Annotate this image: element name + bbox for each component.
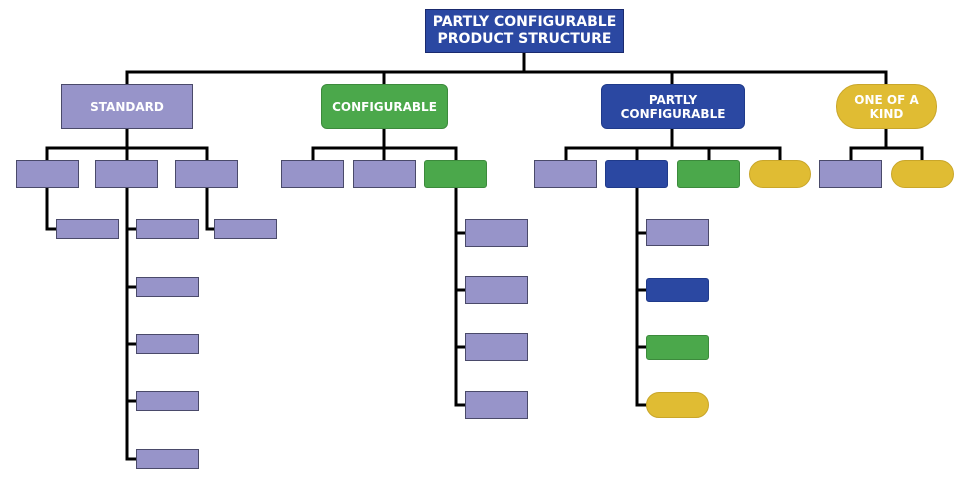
standard-subcomponent-1a xyxy=(56,219,119,239)
category-standard: STANDARD xyxy=(61,84,193,129)
standard-component-2 xyxy=(95,160,158,188)
configurable-component-2 xyxy=(353,160,416,188)
standard-subcomponent-2d xyxy=(136,391,199,411)
configurable-subcomponent-3c xyxy=(465,333,528,361)
partly-component-partly xyxy=(605,160,668,188)
category-partly-configurable-label: PARTLY CONFIGURABLE xyxy=(620,92,726,121)
configurable-component-1 xyxy=(281,160,344,188)
partly-component-one-of-a-kind xyxy=(749,160,811,188)
partly-component-standard xyxy=(534,160,597,188)
standard-component-1 xyxy=(16,160,79,188)
configurable-subcomponent-3a xyxy=(465,219,528,247)
standard-subcomponent-2b xyxy=(136,277,199,297)
standard-subcomponent-2e xyxy=(136,449,199,469)
category-one-of-a-kind: ONE OF A KIND xyxy=(836,84,937,129)
standard-subcomponent-2a xyxy=(136,219,199,239)
configurable-component-3 xyxy=(424,160,487,188)
configurable-subcomponent-3b xyxy=(465,276,528,304)
partly-component-configurable xyxy=(677,160,740,188)
partly-subcomponent-one-of-a-kind xyxy=(646,392,709,418)
one-of-a-kind-component-standard xyxy=(819,160,882,188)
standard-subcomponent-3a xyxy=(214,219,277,239)
category-standard-label: STANDARD xyxy=(90,99,164,114)
standard-subcomponent-2c xyxy=(136,334,199,354)
partly-subcomponent-partly xyxy=(646,278,709,302)
partly-subcomponent-standard xyxy=(646,219,709,246)
category-configurable-label: CONFIGURABLE xyxy=(332,99,437,114)
category-configurable: CONFIGURABLE xyxy=(321,84,448,129)
category-partly-configurable: PARTLY CONFIGURABLE xyxy=(601,84,745,129)
configurable-subcomponent-3d xyxy=(465,391,528,419)
root-title-text: PARTLY CONFIGURABLE PRODUCT STRUCTURE xyxy=(432,14,617,47)
root-node-title: PARTLY CONFIGURABLE PRODUCT STRUCTURE xyxy=(425,9,624,53)
one-of-a-kind-component-one-of-a-kind xyxy=(891,160,954,188)
category-one-of-a-kind-label: ONE OF A KIND xyxy=(854,92,919,121)
standard-component-3 xyxy=(175,160,238,188)
partly-subcomponent-configurable xyxy=(646,335,709,360)
